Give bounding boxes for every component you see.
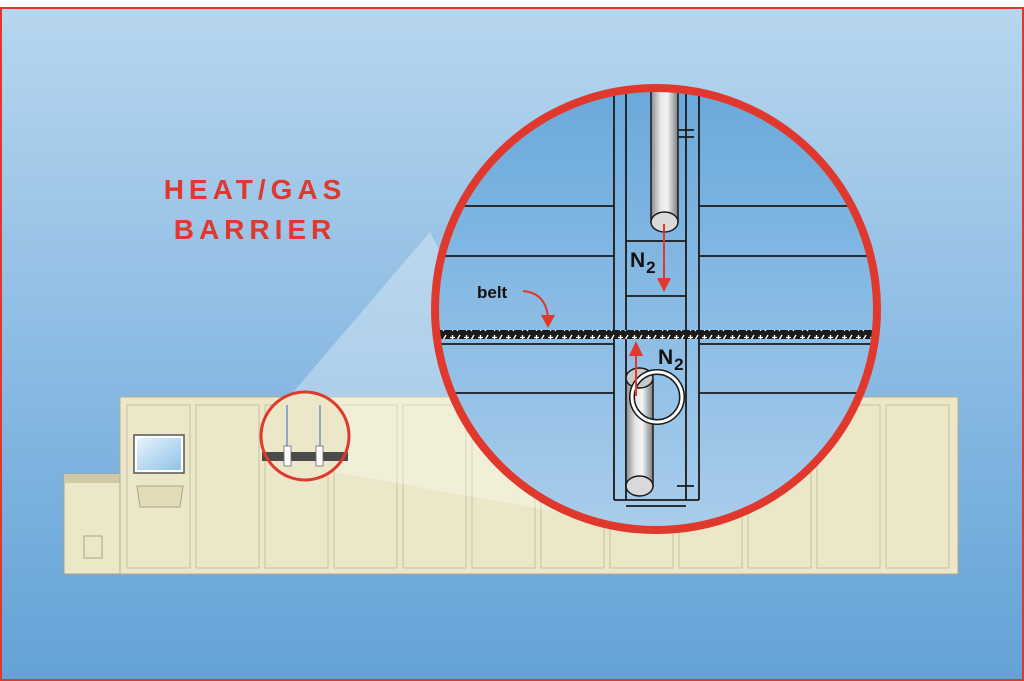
loader-door (83, 535, 103, 559)
gas-label-bottom: N2 (658, 346, 684, 374)
conveyor-belt (435, 330, 877, 339)
detail-callout-ring (259, 390, 351, 482)
oven-loader-top (64, 474, 122, 483)
curved-arrow-icon (522, 290, 555, 328)
control-screen (137, 438, 181, 470)
zoom-background (435, 88, 877, 530)
control-keyboard (136, 485, 184, 508)
arrow-down-icon (657, 224, 671, 292)
oven-loader (63, 473, 123, 575)
gas-label-top: N2 (630, 249, 656, 277)
zoom-view: belt N2 N2 (431, 84, 881, 534)
detail-belt (262, 452, 348, 461)
title-line-1: HEAT/GAS (164, 174, 347, 205)
detail-callout (259, 390, 351, 482)
zoom-ring (431, 84, 881, 534)
arrow-up-icon (629, 341, 643, 396)
gas-nozzle-ring (630, 370, 684, 424)
bottom-gas-pipe (625, 367, 654, 497)
top-gas-pipe (650, 88, 679, 233)
belt-label: belt (477, 283, 508, 302)
title-line-2: BARRIER (174, 214, 337, 245)
